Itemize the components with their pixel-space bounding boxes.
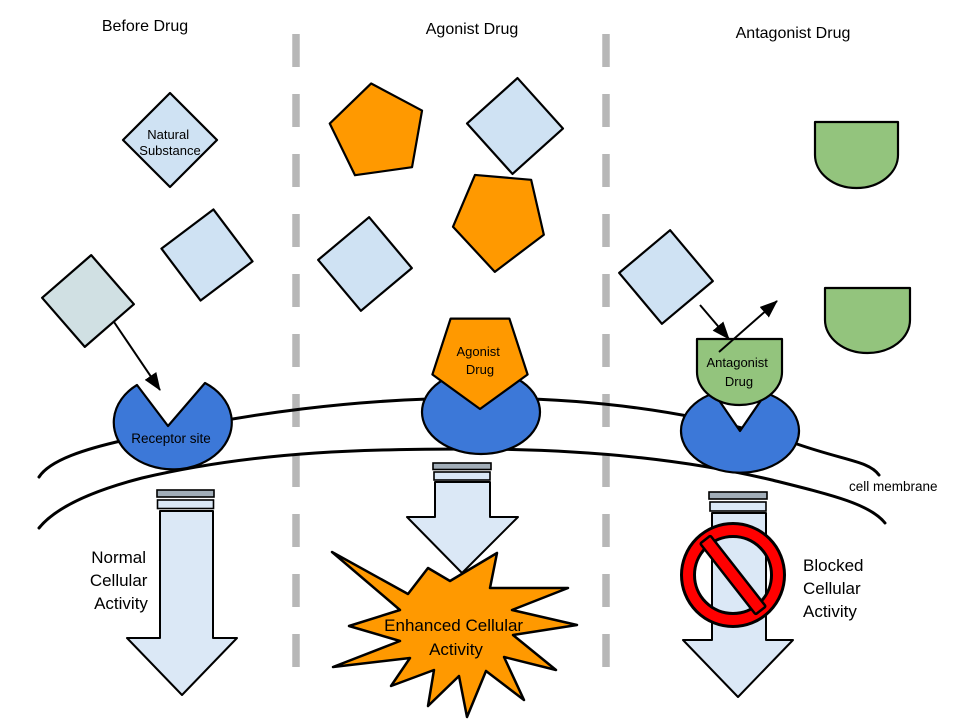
- antagonist-drug-label: Antagonist Drug: [706, 355, 771, 389]
- natural-substance-label: Natural Substance: [139, 127, 200, 158]
- antagonist-shape-free-1: [813, 120, 900, 190]
- antagonist-drug-panel: Antagonist Drug Blocked Cellular Activit…: [618, 120, 912, 698]
- substance-diamond-binding: [41, 254, 135, 348]
- panel-title-agonist: Agonist Drug: [426, 21, 519, 38]
- receptor-site-label: Receptor site: [131, 431, 211, 446]
- substance-diamond-right: [618, 229, 714, 325]
- panel-title-antagonist: Antagonist Drug: [736, 25, 851, 42]
- agonist-drug-panel: Agonist Drug Enhanced Cellular Activity: [317, 76, 579, 719]
- blocked-binding-arrow-in: [699, 304, 730, 340]
- enhanced-activity-arrow: [406, 462, 519, 574]
- agonist-pentagon-free-2: [451, 173, 545, 273]
- substance-diamond-mid-top: [465, 76, 565, 176]
- enhanced-activity-label: Enhanced Cellular Activity: [384, 616, 528, 659]
- substance-diamond: [160, 208, 254, 302]
- blocked-activity-label: Blocked Cellular Activity: [803, 556, 868, 621]
- substance-diamond-mid-low: [317, 216, 413, 312]
- before-drug-panel: Natural Substance Receptor site Normal C…: [41, 91, 254, 696]
- panel-title-before: Before Drug: [102, 18, 188, 35]
- agonist-drug-label: Agonist Drug: [457, 344, 504, 377]
- cell-membrane-label: cell membrane: [849, 479, 938, 494]
- agonist-drug-bound: Agonist Drug: [431, 317, 529, 411]
- natural-substance-diamond: Natural Substance: [121, 91, 219, 189]
- binding-arrow: [113, 321, 161, 391]
- antagonist-shape-free-2: [823, 286, 912, 355]
- normal-activity-label: Normal Cellular Activity: [90, 548, 152, 613]
- antagonist-drug-bound: Antagonist Drug: [695, 337, 784, 407]
- agonist-pentagon-free-1: [328, 82, 424, 177]
- normal-activity-arrow: [126, 489, 238, 696]
- enhanced-activity-starburst: [330, 550, 579, 719]
- receptor-site-antagonist: [679, 391, 801, 474]
- receptor-site: Receptor site: [112, 381, 233, 471]
- no-symbol: [680, 522, 786, 628]
- deflected-arrow-out: [718, 300, 778, 353]
